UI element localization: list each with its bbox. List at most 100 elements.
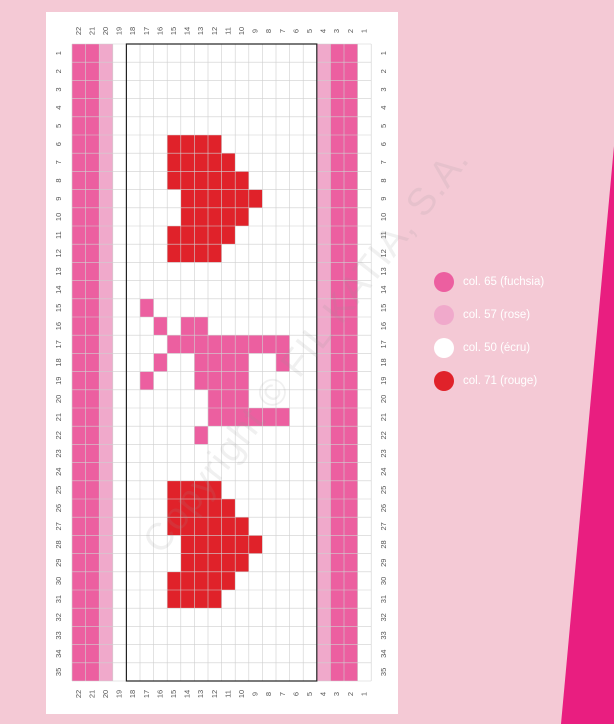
cell-rouge — [167, 153, 181, 171]
cell-rouge — [194, 517, 208, 535]
stripe-col-22 — [72, 44, 86, 681]
legend-label: col. 50 (écru) — [463, 342, 530, 354]
cell-fuchsia — [222, 335, 236, 353]
row-number-left: 12 — [54, 249, 63, 257]
row-number-right: 15 — [379, 304, 388, 312]
stripe-col-21 — [86, 44, 100, 681]
column-number-top: 19 — [115, 27, 124, 35]
cell-fuchsia — [167, 335, 181, 353]
cell-rouge — [167, 244, 181, 262]
column-number-top: 8 — [264, 29, 273, 33]
column-number-bottom: 15 — [169, 690, 178, 698]
cell-rouge — [181, 153, 195, 171]
row-number-left: 25 — [54, 486, 63, 494]
cell-rouge — [249, 535, 263, 553]
knitting-chart: 2222212120201919181817171616151514141313… — [46, 12, 398, 714]
column-number-top: 13 — [196, 27, 205, 35]
cell-fuchsia — [235, 353, 249, 371]
row-number-left: 13 — [54, 267, 63, 275]
row-number-right: 12 — [379, 249, 388, 257]
row-number-right: 21 — [379, 413, 388, 421]
cell-rouge — [235, 517, 249, 535]
cell-fuchsia — [140, 372, 154, 390]
row-number-right: 11 — [379, 231, 388, 239]
row-number-left: 24 — [54, 468, 63, 476]
column-number-top: 22 — [74, 27, 83, 35]
column-number-bottom: 21 — [87, 690, 96, 698]
column-number-bottom: 14 — [183, 690, 192, 698]
column-number-bottom: 10 — [237, 690, 246, 698]
cell-rouge — [194, 171, 208, 189]
cell-fuchsia — [235, 390, 249, 408]
row-number-left: 7 — [54, 160, 63, 164]
column-number-top: 17 — [142, 27, 151, 35]
cell-rouge — [181, 244, 195, 262]
row-number-right: 26 — [379, 504, 388, 512]
cell-fuchsia — [249, 408, 263, 426]
accent-stripe — [561, 146, 614, 724]
color-legend: col. 65 (fuchsia)col. 57 (rose)col. 50 (… — [434, 271, 604, 403]
cell-rouge — [194, 226, 208, 244]
column-number-top: 5 — [305, 29, 314, 33]
legend-label: col. 65 (fuchsia) — [463, 276, 544, 288]
cell-rouge — [222, 572, 236, 590]
cell-fuchsia — [276, 353, 290, 371]
cell-rouge — [235, 171, 249, 189]
cell-rouge — [194, 190, 208, 208]
cell-rouge — [222, 153, 236, 171]
cell-rouge — [167, 226, 181, 244]
row-number-left: 30 — [54, 577, 63, 585]
row-number-left: 6 — [54, 142, 63, 146]
cell-rouge — [181, 481, 195, 499]
stripe-col-4 — [317, 44, 331, 681]
column-number-bottom: 11 — [223, 690, 232, 698]
column-number-top: 15 — [169, 27, 178, 35]
row-number-right: 33 — [379, 631, 388, 639]
cell-rouge — [235, 190, 249, 208]
row-number-right: 29 — [379, 559, 388, 567]
column-number-bottom: 16 — [155, 690, 164, 698]
row-number-right: 22 — [379, 431, 388, 439]
column-number-bottom: 17 — [142, 690, 151, 698]
column-number-bottom: 1 — [359, 692, 368, 696]
row-number-right: 17 — [379, 340, 388, 348]
cell-fuchsia — [249, 335, 263, 353]
cell-rouge — [208, 535, 222, 553]
row-number-left: 21 — [54, 413, 63, 421]
row-number-left: 35 — [54, 668, 63, 676]
cell-fuchsia — [154, 317, 168, 335]
legend-item: col. 71 (rouge) — [434, 370, 604, 391]
cell-rouge — [194, 499, 208, 517]
cell-rouge — [222, 535, 236, 553]
row-number-right: 10 — [379, 213, 388, 221]
row-number-left: 20 — [54, 395, 63, 403]
cell-fuchsia — [262, 408, 276, 426]
column-number-bottom: 8 — [264, 692, 273, 696]
cell-rouge — [208, 481, 222, 499]
cell-rouge — [208, 171, 222, 189]
cell-rouge — [181, 499, 195, 517]
row-number-right: 32 — [379, 613, 388, 621]
column-number-top: 14 — [183, 27, 192, 35]
row-number-right: 3 — [379, 87, 388, 91]
column-number-bottom: 18 — [128, 690, 137, 698]
cell-rouge — [167, 572, 181, 590]
cell-fuchsia — [222, 353, 236, 371]
cell-rouge — [194, 481, 208, 499]
cell-fuchsia — [235, 335, 249, 353]
row-number-right: 34 — [379, 650, 388, 658]
row-number-left: 28 — [54, 540, 63, 548]
column-number-top: 20 — [101, 27, 110, 35]
cell-rouge — [181, 208, 195, 226]
row-number-left: 16 — [54, 322, 63, 330]
row-number-right: 4 — [379, 106, 388, 110]
cell-rouge — [222, 517, 236, 535]
row-number-left: 29 — [54, 559, 63, 567]
column-number-bottom: 2 — [346, 692, 355, 696]
column-number-bottom: 19 — [115, 690, 124, 698]
legend-item: col. 65 (fuchsia) — [434, 271, 604, 292]
cell-fuchsia — [194, 317, 208, 335]
legend-item: col. 50 (écru) — [434, 337, 604, 358]
row-number-right: 24 — [379, 468, 388, 476]
